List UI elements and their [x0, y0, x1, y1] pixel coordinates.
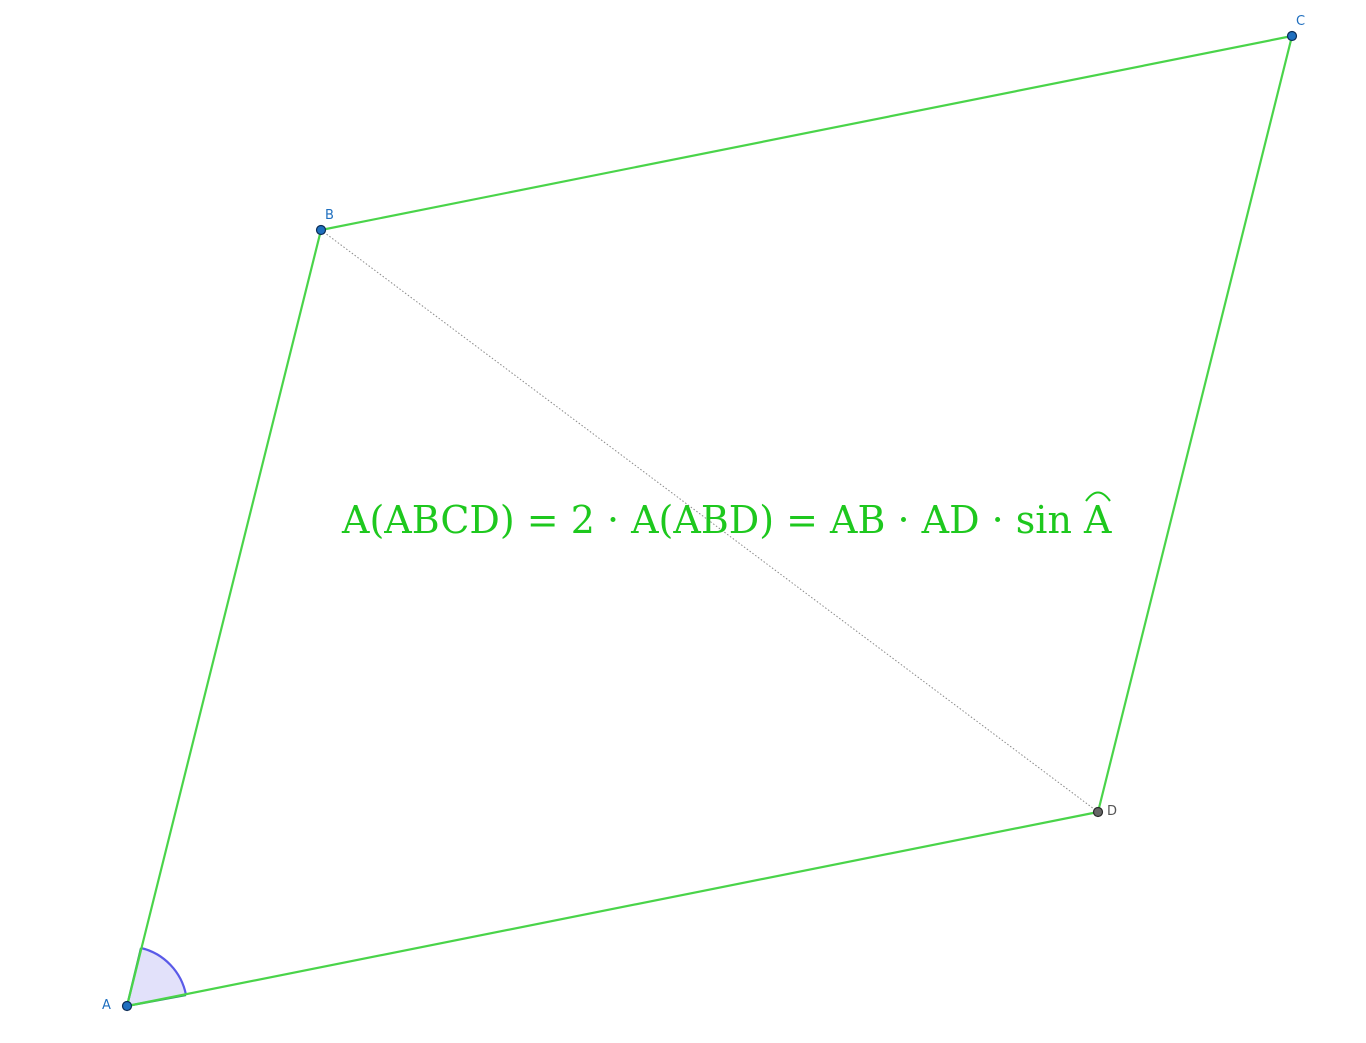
hat-accent-icon — [1084, 491, 1111, 502]
point-c-label: C — [1296, 14, 1305, 29]
angle-a-sector — [127, 948, 186, 1006]
side-ab[interactable] — [125, 228, 323, 1008]
point-c[interactable] — [1286, 30, 1298, 42]
side-bc[interactable] — [319, 34, 1294, 232]
side-cd[interactable] — [1096, 34, 1294, 814]
point-b-label: B — [325, 208, 334, 223]
area-formula: A(ABCD) = 2 · A(ABD) = AB · AD · sin A — [342, 490, 1111, 550]
point-d[interactable] — [1092, 806, 1104, 818]
angle-a-arc[interactable] — [140, 946, 188, 996]
point-a[interactable] — [121, 1000, 133, 1012]
point-d-label: D — [1107, 804, 1117, 819]
point-b[interactable] — [315, 224, 327, 236]
angle-hat-symbol: A — [1084, 490, 1111, 550]
point-a-label: A — [102, 998, 111, 1013]
diagonal-bd[interactable] — [320, 229, 1099, 813]
side-da[interactable] — [125, 810, 1100, 1008]
angle-letter: A — [1084, 498, 1112, 542]
area-formula-text: A(ABCD) = 2 · A(ABD) = AB · AD · sin — [342, 498, 1085, 542]
